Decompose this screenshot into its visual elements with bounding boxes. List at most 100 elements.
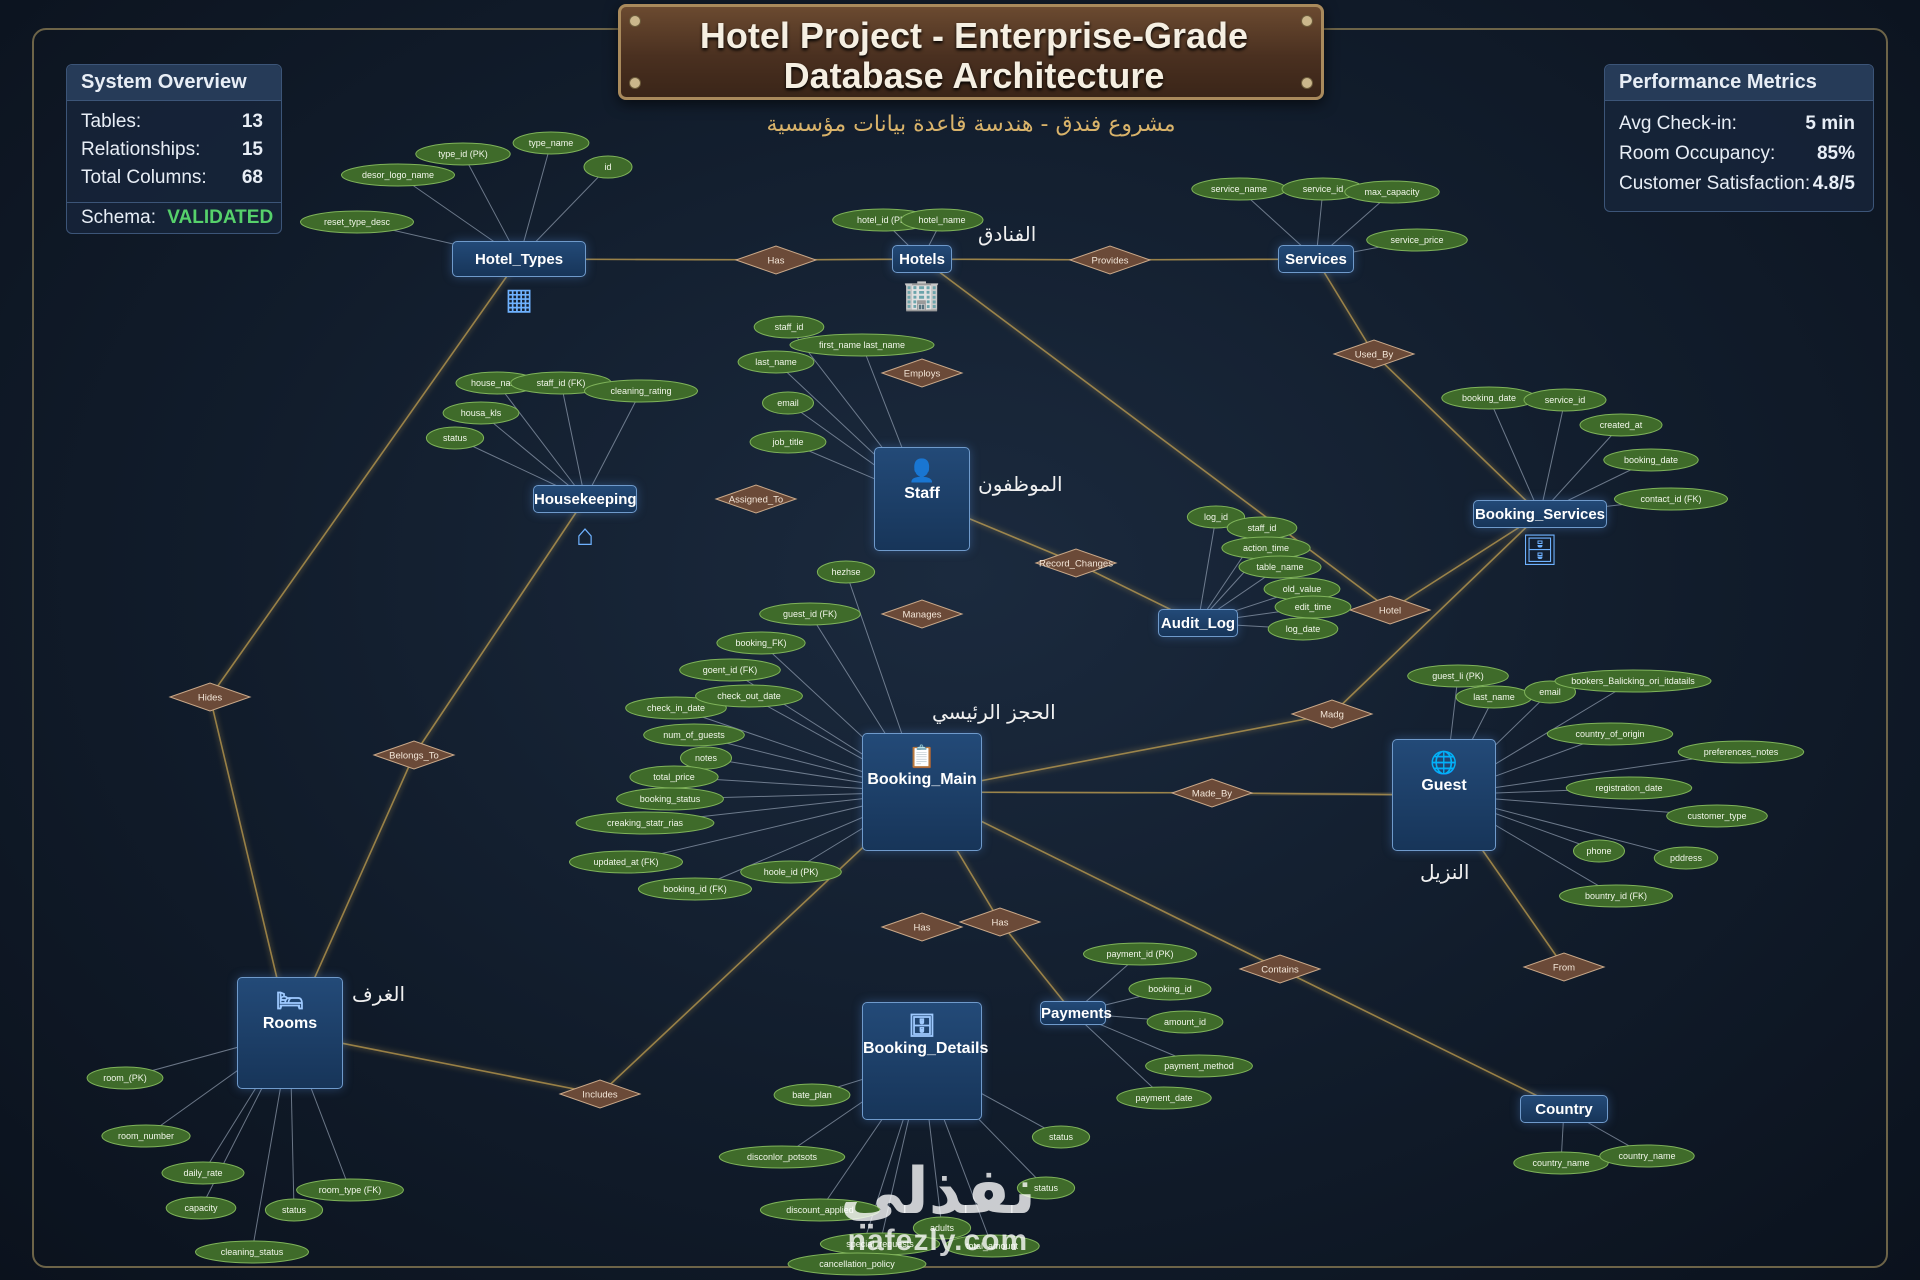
- relationship-diamond[interactable]: From: [1522, 952, 1606, 982]
- attribute-ellipse: pddress: [1653, 846, 1719, 870]
- relationship-line: [999, 921, 1074, 1014]
- attribute-shape: [1083, 942, 1197, 966]
- diamond-shape: [880, 599, 964, 629]
- relationship-diamond[interactable]: Has: [734, 245, 818, 275]
- row-value: 15: [241, 139, 263, 160]
- relationship-diamond[interactable]: Used_By: [1332, 339, 1416, 369]
- relationship-diamond[interactable]: Hotel: [1348, 595, 1432, 625]
- attribute-shape: [195, 1240, 309, 1264]
- attribute-shape: [1031, 1125, 1091, 1149]
- entity-payments[interactable]: Payments: [1040, 1001, 1112, 1025]
- entity-label: Rooms: [262, 1015, 318, 1032]
- relationship-line: [1389, 513, 1541, 611]
- schema-label: Schema:: [81, 207, 156, 228]
- attribute-shape: [643, 723, 745, 747]
- relationship-diamond[interactable]: Madg: [1290, 699, 1374, 729]
- attribute-ellipse: guest_id (FK): [759, 602, 861, 626]
- attribute-ellipse: check_out_date: [695, 684, 803, 708]
- entity-services[interactable]: Services: [1278, 245, 1354, 273]
- attribute-shape: [1407, 664, 1509, 688]
- attribute-ellipse: creaking_statr_rias: [575, 811, 715, 835]
- attribute-ellipse: last_name: [737, 350, 815, 374]
- entity-hotel-types[interactable]: Hotel_Types: [452, 241, 586, 277]
- attribute-shape: [773, 1083, 851, 1107]
- row-label: Avg Check-in:: [1619, 113, 1737, 134]
- diamond-shape: [880, 912, 964, 942]
- attribute-ellipse: check_in_date: [625, 696, 727, 720]
- entity-guest[interactable]: 🌐Guest: [1392, 739, 1496, 851]
- attribute-ellipse: discount_applied: [759, 1198, 881, 1222]
- attribute-ellipse: guest_li (PK): [1407, 664, 1509, 688]
- attribute-ellipse: hoole_id (PK): [740, 860, 842, 884]
- relationship-diamond[interactable]: Made_By: [1170, 778, 1254, 808]
- attribute-shape: [749, 430, 827, 454]
- attribute-shape: [1128, 977, 1212, 1001]
- relationship-diamond[interactable]: Has: [958, 907, 1042, 937]
- attribute-line: [1539, 399, 1566, 515]
- entity-hotels[interactable]: Hotels: [892, 245, 952, 273]
- attribute-ellipse: bookers_Balicking_ori_itdatails: [1554, 669, 1712, 693]
- attribute-ellipse: status: [264, 1198, 324, 1222]
- entity-label: Booking_Services: [1474, 506, 1606, 523]
- diamond-shape: [1290, 699, 1374, 729]
- diamond-shape: [714, 484, 798, 514]
- relationship-diamond[interactable]: Assigned_To: [714, 484, 798, 514]
- relationship-line: [1373, 353, 1541, 515]
- attribute-shape: [1603, 448, 1699, 472]
- attribute-ellipse: job_title: [749, 430, 827, 454]
- entity-arabic-label: الموظفون: [978, 472, 1063, 496]
- attribute-ellipse: country_name: [1599, 1144, 1695, 1168]
- diamond-shape: [1068, 245, 1152, 275]
- entity-rooms[interactable]: 🛏Rooms: [237, 977, 343, 1089]
- diamond-shape: [880, 358, 964, 388]
- attribute-label: reset_type_desc: [324, 217, 391, 227]
- schema-row: Schema: VALIDATED: [67, 202, 281, 231]
- diamond-shape: [958, 907, 1042, 937]
- attribute-label: status: [1049, 1132, 1074, 1142]
- attribute-ellipse: daily_rate: [161, 1161, 245, 1185]
- attribute-label: last_name: [755, 357, 797, 367]
- attribute-ellipse: hotel_name: [900, 208, 984, 232]
- relationship-diamond[interactable]: Provides: [1068, 245, 1152, 275]
- attribute-line: [518, 142, 552, 260]
- relationship-diamond[interactable]: Has: [880, 912, 964, 942]
- relationship-diamond[interactable]: Hides: [168, 682, 252, 712]
- entity-booking-main[interactable]: 📋Booking_Main: [862, 733, 982, 851]
- attribute-shape: [583, 155, 633, 179]
- relationship-diamond[interactable]: Includes: [558, 1079, 642, 1109]
- relationship-label: Employs: [904, 369, 941, 380]
- entity-housekeeping[interactable]: Housekeeping: [533, 485, 637, 513]
- diamond-shape: [734, 245, 818, 275]
- attribute-label: notes: [695, 753, 718, 763]
- relationship-diamond[interactable]: Record_Changes: [1034, 548, 1118, 578]
- entity-booking-details[interactable]: 🗄Booking_Details: [862, 1002, 988, 1120]
- entity-audit-log[interactable]: Audit_Log: [1158, 609, 1238, 637]
- attribute-label: id: [604, 162, 611, 172]
- attribute-label: booking_date: [1624, 455, 1678, 465]
- attribute-label: room_number: [118, 1131, 174, 1141]
- diamond-shape: [1034, 548, 1118, 578]
- attribute-shape: [789, 333, 935, 357]
- entity-staff[interactable]: 👤Staff: [874, 447, 970, 551]
- attribute-shape: [787, 1252, 927, 1276]
- attribute-label: hotel_id (PK): [857, 215, 909, 225]
- attribute-shape: [1016, 1176, 1076, 1200]
- relationship-diamond[interactable]: Belongs_To: [372, 740, 456, 770]
- entity-label: Booking_Main: [867, 771, 977, 788]
- attribute-shape: [1614, 487, 1728, 511]
- entity-country[interactable]: Country: [1520, 1095, 1608, 1123]
- watermark-arabic: نفذلي: [840, 1155, 1036, 1229]
- overview-row: Total Columns: 68: [81, 167, 263, 191]
- system-overview-panel: System Overview Tables: 13 Relationships…: [66, 64, 282, 234]
- relationship-diamond[interactable]: Contains: [1238, 954, 1322, 984]
- attribute-ellipse: booking_id: [1128, 977, 1212, 1001]
- attribute-ellipse: booking_FK): [716, 631, 806, 655]
- attribute-label: amount_id: [1164, 1017, 1206, 1027]
- entity-booking-services[interactable]: Booking_Services: [1473, 500, 1607, 528]
- attribute-shape: [101, 1124, 191, 1148]
- relationship-label: Belongs_To: [389, 751, 439, 762]
- attribute-label: phone: [1586, 846, 1611, 856]
- attribute-label: cancellation_policy: [819, 1259, 895, 1269]
- relationship-diamond[interactable]: Manages: [880, 599, 964, 629]
- relationship-diamond[interactable]: Employs: [880, 358, 964, 388]
